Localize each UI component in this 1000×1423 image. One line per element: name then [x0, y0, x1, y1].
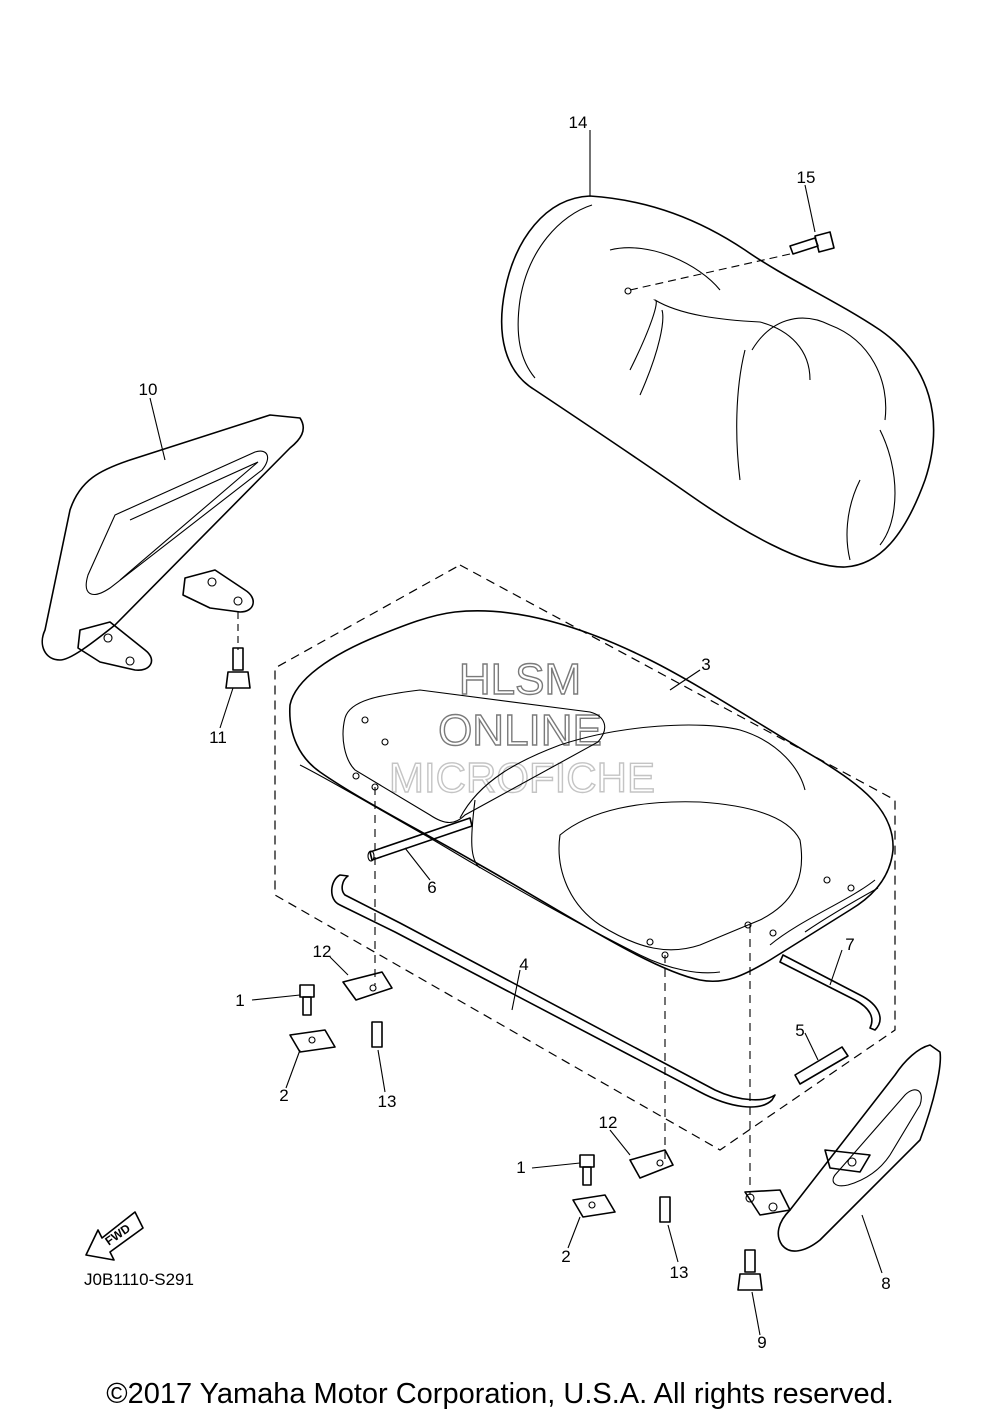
bolt-part-11 [225, 612, 251, 689]
callout-labels: 14 15 10 11 3 6 4 7 5 12 1 2 13 12 1 2 1… [139, 113, 891, 1352]
callout-3: 3 [701, 655, 710, 674]
fastener-group-right [572, 955, 674, 1223]
callout-9: 9 [757, 1333, 766, 1352]
grab-bar-left-part [41, 414, 305, 671]
callout-12-left: 12 [313, 942, 332, 961]
fwd-arrow-icon: FWD [85, 1211, 144, 1261]
backrest-part [500, 195, 935, 568]
callout-10: 10 [139, 380, 158, 399]
callout-13-left: 13 [378, 1092, 397, 1111]
callout-13-right: 13 [670, 1263, 689, 1282]
watermark-line-1: HLSM [459, 655, 581, 704]
seat-cushion-part [289, 610, 894, 983]
fastener-group-left [289, 787, 393, 1053]
callout-4: 4 [519, 955, 528, 974]
callout-8: 8 [881, 1274, 890, 1293]
diagram-code: J0B1110-S291 [84, 1270, 194, 1289]
callout-12-right: 12 [599, 1113, 618, 1132]
bolt-part-9 [737, 925, 763, 1291]
copyright-notice: ©2017 Yamaha Motor Corporation, U.S.A. A… [106, 1378, 894, 1410]
fwd-label: FWD [102, 1221, 133, 1248]
watermark: HLSM ONLINE MICROFICHE [388, 654, 655, 801]
rod-part-6 [367, 817, 473, 862]
callout-6: 6 [427, 878, 436, 897]
leader-lines [149, 130, 883, 1336]
callout-1-left: 1 [235, 991, 244, 1010]
callout-5: 5 [795, 1021, 804, 1040]
assembly-boundary [274, 564, 896, 1151]
callout-1-right: 1 [516, 1158, 525, 1177]
callout-15: 15 [797, 168, 816, 187]
callout-7: 7 [845, 935, 854, 954]
callout-2-right: 2 [561, 1247, 570, 1266]
callout-11: 11 [209, 728, 227, 747]
callout-2-left: 2 [279, 1086, 288, 1105]
seat-rail-part [330, 874, 776, 1108]
bolt-part-15 [624, 231, 835, 295]
watermark-line-2: ONLINE [438, 706, 602, 755]
pad-part-5 [794, 1046, 849, 1085]
rod-part-7 [779, 954, 881, 1031]
callout-14: 14 [569, 113, 588, 132]
grab-bar-right-part [744, 1044, 942, 1252]
